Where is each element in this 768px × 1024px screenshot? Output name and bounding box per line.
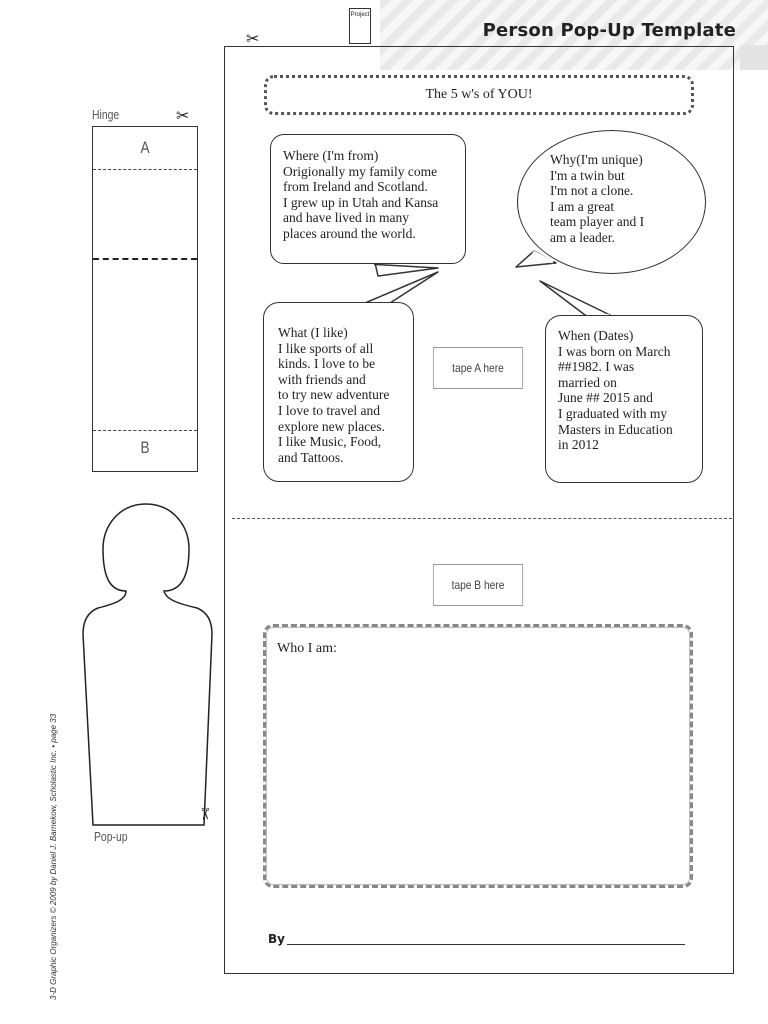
scissors-icon: ✂ [246,29,260,48]
where-bubble: Where (I'm from) Origionally my family c… [270,134,466,264]
header-stripe [380,0,768,70]
popup-label: Pop-up [94,829,128,844]
scissors-icon: ✂ [195,807,215,821]
why-text: Why(I'm unique) I'm a twin but I'm not a… [550,152,645,245]
template-frame [224,46,734,974]
scissors-icon: ✂ [176,106,190,125]
why-bubble [517,130,706,274]
hinge-label: Hinge [92,107,120,122]
hinge-center-line [93,258,197,260]
when-bubble: When (Dates) I was born on March ##1982.… [545,315,703,483]
what-bubble: What (I like) I like sports of all kinds… [263,302,414,482]
who-i-am-label: Who I am: [277,641,337,656]
tape-b-area: tape B here [432,564,524,606]
tape-a-area: tape A here [432,347,524,389]
who-i-am-box [263,624,693,888]
hinge-fold-line [93,169,197,170]
header-stripe-accent [740,45,768,70]
hinge-strip [92,126,198,472]
by-label: By [268,932,285,946]
copyright-text: 3-D Graphic Organizers © 2009 by Daniel … [49,713,58,1000]
project-tab: Project [349,8,371,44]
hinge-b-label: B [140,438,150,457]
by-signature-line [287,944,685,945]
hinge-a-label: A [140,138,150,157]
person-silhouette [82,503,213,826]
fold-divider [232,518,732,519]
page-title: Person Pop-Up Template [482,20,736,41]
hinge-fold-line [93,430,197,431]
five-ws-title: The 5 w's of YOU! [264,75,694,115]
